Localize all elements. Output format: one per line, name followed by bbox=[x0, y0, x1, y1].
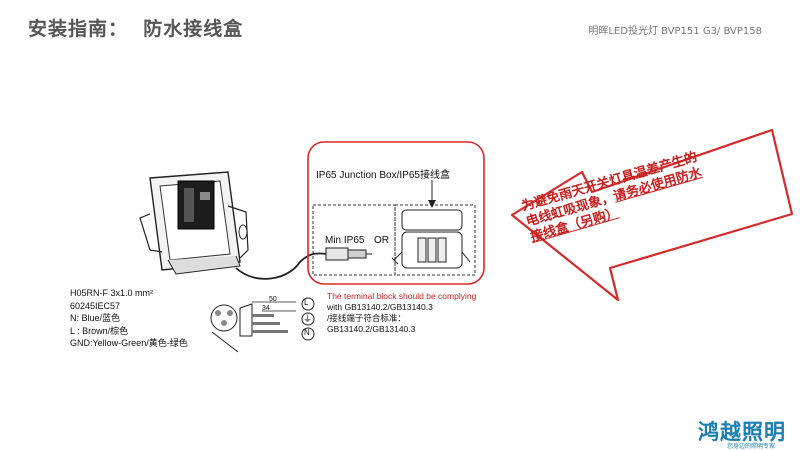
dimension-inner: 34 bbox=[262, 305, 270, 312]
cable-spec-line: N: Blue/蓝色 bbox=[70, 313, 121, 323]
floodlight-icon bbox=[139, 171, 249, 275]
cable-spec-line: H05RN-F 3x1.0 mm² bbox=[70, 288, 154, 298]
min-ip-label: Min IP65 bbox=[325, 235, 365, 246]
junction-box-icon bbox=[391, 209, 471, 269]
page-title: 安装指南： 防水接线盒 bbox=[28, 18, 244, 40]
product-name: 明晖LED投光灯 BVP151 G3/ BVP158 bbox=[588, 26, 762, 37]
cable-spec: H05RN-F 3x1.0 mm² 60245IEC57 N: Blue/蓝色 … bbox=[70, 287, 188, 350]
terminal-note-line: The terminal block should be complying bbox=[327, 291, 477, 301]
terminal-note-line: with GB13140.2/GB13140.3 bbox=[327, 302, 433, 312]
or-label: OR bbox=[374, 235, 389, 246]
cable-spec-line: 60245IEC57 bbox=[70, 300, 121, 311]
dimension-outer: 50 bbox=[269, 296, 277, 303]
waterproof-connector-icon bbox=[325, 247, 372, 261]
power-cable bbox=[235, 252, 329, 280]
brand-slogan: 您身边的照明专家 bbox=[727, 443, 776, 450]
terminal-note-line: /接线端子符合标准： bbox=[327, 313, 406, 323]
junction-box-title: IP65 Junction Box/IP65接线盒 bbox=[316, 170, 450, 181]
warning-arrow-icon bbox=[510, 128, 794, 302]
ground-icon: ⏚ bbox=[303, 314, 313, 324]
terminal-symbol-n: N bbox=[304, 328, 310, 337]
junction-box-highlight-frame bbox=[307, 141, 485, 285]
cable-spec-line: L : Brown/棕色 bbox=[70, 325, 129, 336]
terminal-symbol-l: L bbox=[304, 298, 309, 307]
terminal-note-line: GB13140.2/GB13140.3 bbox=[327, 324, 416, 334]
brand-logo: 鸿越照明 bbox=[698, 420, 786, 444]
option-box-right bbox=[394, 204, 476, 276]
cable-end-icon bbox=[210, 301, 296, 353]
terminal-note: The terminal block should be complying w… bbox=[327, 291, 476, 335]
cable-spec-line: GND:Yellow-Green/黄色-绿色 bbox=[70, 338, 188, 348]
